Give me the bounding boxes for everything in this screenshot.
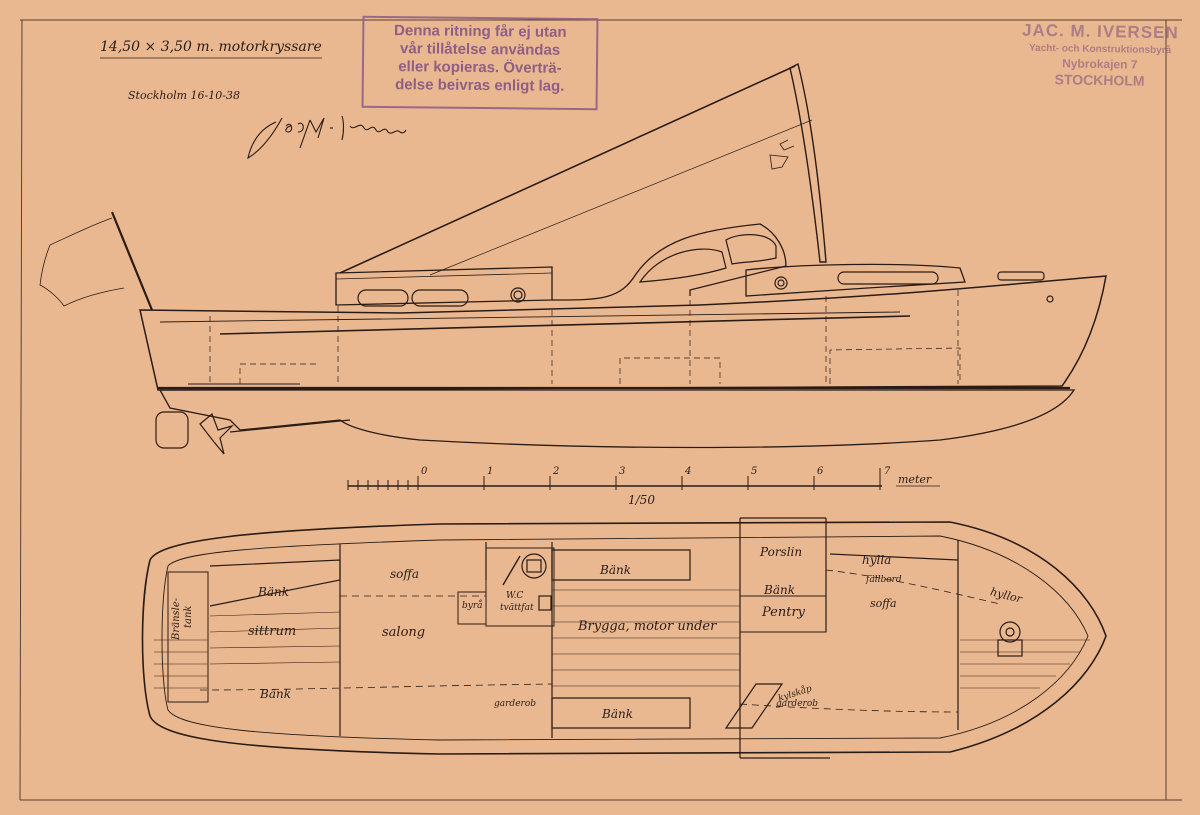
label-brygga: Brygga, motor under (578, 619, 717, 634)
stamp-line-1: Denna ritning får ej utan (393, 22, 567, 41)
rudder (155, 411, 189, 449)
label-bank-pentry: Bänk (764, 583, 795, 597)
scale-tick-2: 2 (553, 466, 560, 477)
scale-tick-5: 5 (751, 466, 758, 477)
label-bank-fore-left: Bänk (258, 585, 289, 599)
label-byra: byrå (462, 601, 483, 611)
drawing-border (19, 19, 1182, 801)
label-soffa-left: soffa (390, 567, 420, 581)
plan-view (141, 517, 1107, 759)
scale-ratio: 1/50 (628, 493, 655, 507)
stamp-line-2: vår tillåtelse användas (400, 40, 561, 59)
label-soffa-right: soffa (870, 597, 897, 610)
label-bank-center-bottom: Bänk (602, 707, 633, 721)
scale-tick-4: 4 (685, 466, 692, 477)
label-garderob-right: garderob (776, 699, 818, 709)
signature (247, 115, 407, 160)
label-pentry: Pentry (762, 605, 806, 620)
scale-tick-6: 6 (817, 466, 824, 477)
label-bank-center-top: Bänk (600, 563, 631, 577)
scale-tick-0: 0 (421, 466, 428, 477)
label-porslin: Porslin (760, 545, 803, 559)
place-date: Stockholm 16-10-38 (128, 89, 240, 102)
scale-tick-3: 3 (619, 466, 626, 477)
label-salong: salong (382, 625, 426, 640)
label-wc: W.C (506, 591, 524, 601)
label-tvattfat: tvättfat (500, 603, 534, 613)
label-garderob-left: garderob (494, 699, 536, 709)
profile-view (39, 62, 1107, 455)
label-bank-aft-left: Bänk (260, 687, 291, 701)
label-sittrum: sittrum (248, 624, 297, 639)
scale-unit: meter (898, 473, 932, 486)
hull-outline-plan (141, 521, 1107, 755)
scale-tick-7: 7 (884, 466, 891, 477)
label-tank: tank (183, 605, 194, 628)
stamp-line-4: delse beivras enligt lag. (395, 76, 565, 95)
office-stamp: JAC. M. IVERSEN Yacht- och Konstruktions… (999, 20, 1200, 89)
office-line-2: Yacht- och Konstruktionsbyrå (1028, 42, 1172, 57)
label-bransle: Bränsle- (171, 597, 182, 640)
office-name: JAC. M. IVERSEN (1021, 20, 1179, 43)
propeller (199, 412, 235, 455)
scale-tick-1: 1 (487, 466, 494, 477)
fridge (724, 683, 784, 729)
shroud (429, 119, 813, 276)
stern-flag (39, 217, 125, 307)
hull-profile (139, 275, 1107, 391)
scale-bar (347, 468, 940, 490)
wc-compartment (485, 547, 555, 627)
fore-cabin (745, 263, 966, 297)
label-hylla: hylla (862, 553, 892, 567)
label-fallbord: fällbord (866, 575, 902, 585)
fuel-tank (167, 571, 209, 703)
mast (789, 62, 827, 263)
underbody (158, 389, 1076, 449)
drawing-title: 14,50 × 3,50 m. motorkryssare (100, 39, 322, 55)
forestay (339, 65, 796, 274)
copyright-stamp: Denna ritning får ej utan vår tillåtelse… (361, 15, 599, 111)
stamp-line-3: eller kopieras. Överträ- (398, 58, 562, 77)
wheelhouse (551, 223, 787, 301)
